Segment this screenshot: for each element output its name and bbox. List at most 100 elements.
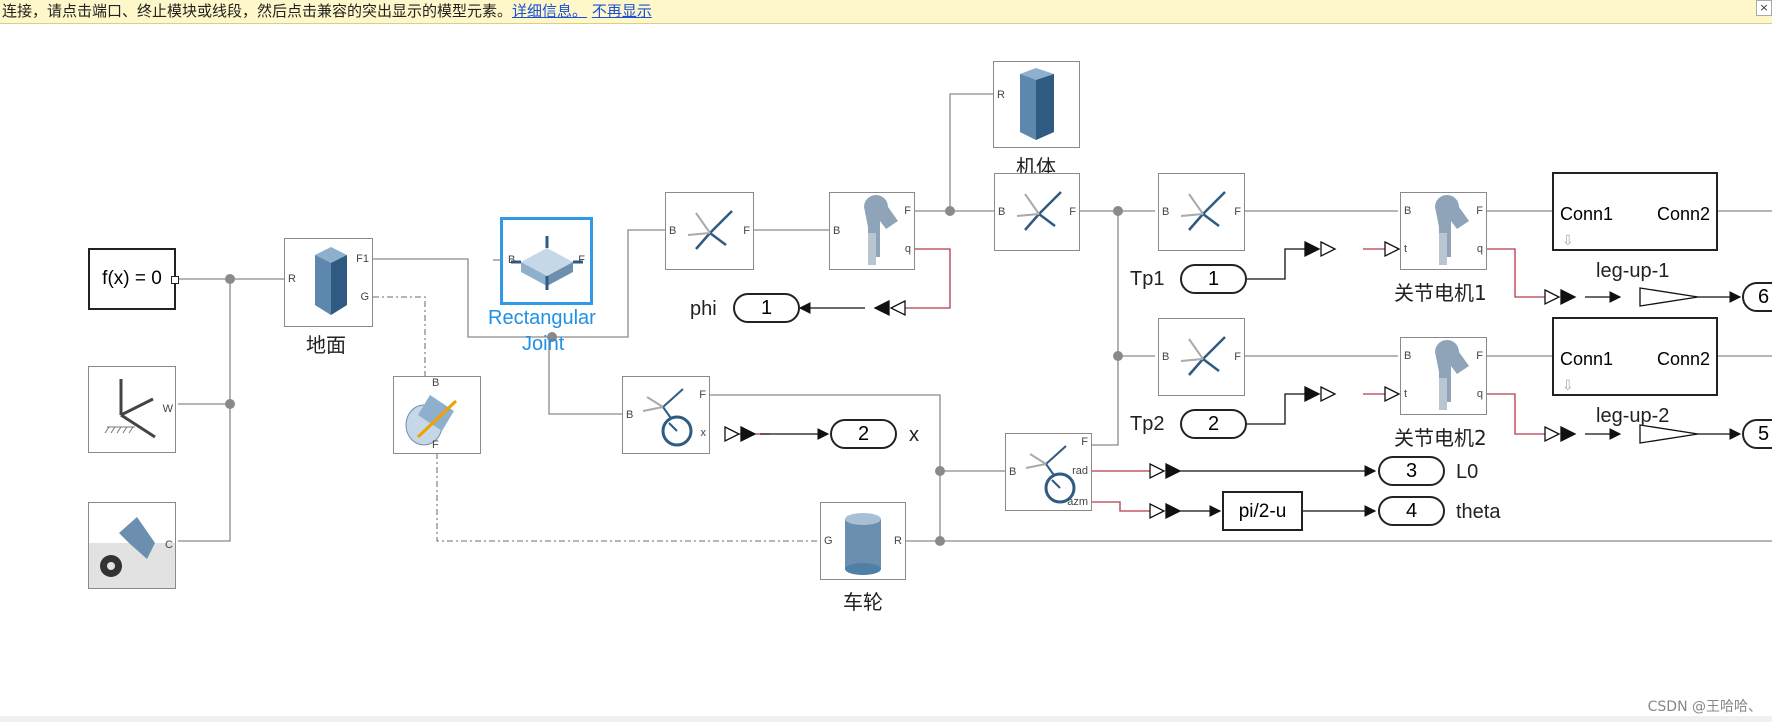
robot-arm-icon	[89, 517, 175, 588]
l0-label: L0	[1456, 461, 1479, 483]
mechanism-config-block[interactable]: C	[88, 502, 176, 589]
outport-l0[interactable]: 3	[1378, 456, 1445, 486]
wheel-label: 车轮	[843, 590, 883, 614]
frame-transform-icon	[1180, 191, 1226, 231]
wheel-port-r: R	[894, 535, 902, 547]
motor2-port-f: F	[1476, 350, 1483, 362]
sensor-x-port-x: x	[700, 427, 707, 439]
watermark: CSDN @王哈哈、	[1647, 699, 1762, 715]
tp2-label: Tp2	[1130, 413, 1165, 435]
scrollbar-track[interactable]	[0, 716, 1772, 722]
info-banner: 连接，请点击端口、终止模块或线段，然后点击兼容的突出显示的模型元素。详细信息。 …	[0, 0, 1772, 24]
ground-label: 地面	[306, 333, 346, 357]
rigid-transform-block-1[interactable]: B F	[665, 192, 754, 270]
sensor-x-port-f: F	[699, 389, 706, 401]
rect-joint-port-b: B	[508, 254, 516, 266]
ground-port-r: R	[288, 273, 296, 285]
world-frame-icon	[104, 379, 156, 439]
subsys1-conn2: Conn2	[1656, 204, 1710, 224]
transform2-port-b: B	[998, 206, 1006, 218]
motor1-port-q: q	[1476, 243, 1483, 255]
outport-5[interactable]: 5	[1742, 419, 1772, 449]
config-port-c: C	[165, 539, 173, 551]
motor2-port-t: t	[1404, 388, 1408, 400]
polar-port-rad: rad	[1072, 465, 1088, 477]
details-link[interactable]: 详细信息。	[512, 2, 588, 20]
motor2-port-b: B	[1404, 350, 1412, 362]
frame-transform-icon	[1180, 336, 1226, 376]
transform1-port-f: F	[743, 225, 750, 237]
theta-label: theta	[1456, 501, 1501, 523]
cylindrical-joint-block[interactable]: B F	[393, 376, 481, 454]
cylinder-solid-icon	[845, 513, 881, 575]
transform-sensor-polar-block[interactable]: B F rad azm	[1005, 433, 1092, 511]
subsys2-conn2: Conn2	[1656, 349, 1710, 369]
model-canvas[interactable]: f(x) = 0 W C R F1 G 地面 B F Rectangular J…	[0, 24, 1772, 722]
inport-tp1[interactable]: 1	[1180, 264, 1247, 294]
fcn-block[interactable]: pi/2-u	[1222, 491, 1303, 531]
sensor-x-port-b: B	[626, 409, 634, 421]
solver-config-block[interactable]: f(x) = 0	[88, 248, 179, 310]
rectangular-joint-icon	[511, 236, 583, 290]
solid-brick-icon	[1020, 68, 1054, 140]
joint-motor-2-block[interactable]: B t F q	[1400, 337, 1487, 415]
revolute-joint-block[interactable]: B F q	[829, 192, 915, 270]
motor2-port-q: q	[1476, 388, 1483, 400]
joint-motor-1-block[interactable]: B t F q	[1400, 192, 1487, 270]
leg-up-2-subsystem[interactable]: Conn1 Conn2 ⇩	[1552, 317, 1718, 396]
tp1-label: Tp1	[1130, 268, 1165, 290]
outport-theta[interactable]: 4	[1378, 496, 1445, 526]
leg-up-2-label: leg-up-2	[1596, 405, 1670, 427]
leg-up-1-subsystem[interactable]: Conn1 Conn2 ⇩	[1552, 172, 1718, 251]
outport-phi[interactable]: 1	[733, 293, 800, 323]
world-port-w: W	[162, 403, 173, 415]
rect-joint-port-f: F	[578, 254, 585, 266]
transform3-port-b: B	[1162, 206, 1170, 218]
rectangular-joint-label-1: Rectangular	[488, 307, 596, 329]
down-arrow-icon: ⇩	[1562, 377, 1574, 393]
polar-port-azm: azm	[1067, 496, 1088, 508]
frame-transform-icon	[1016, 191, 1062, 231]
motor1-label: 关节电机1	[1394, 281, 1487, 305]
revolute1-port-b: B	[833, 225, 841, 237]
leg-up-1-label: leg-up-1	[1596, 260, 1670, 282]
subsys1-conn1: Conn1	[1560, 204, 1614, 224]
wheel-solid-block[interactable]: G R	[820, 502, 906, 580]
rigid-transform-block-2[interactable]: B F	[994, 173, 1080, 251]
down-arrow-icon: ⇩	[1562, 232, 1574, 248]
dont-show-again-link[interactable]: 不再显示	[591, 2, 652, 20]
motor2-label: 关节电机2	[1394, 426, 1487, 450]
cylindrical-joint-icon	[405, 395, 458, 446]
transform1-port-b: B	[669, 225, 677, 237]
transform4-port-b: B	[1162, 351, 1170, 363]
rigid-transform-block-3[interactable]: B F	[1158, 173, 1245, 251]
world-frame-block[interactable]: W	[88, 366, 176, 453]
body-port-r: R	[997, 89, 1005, 101]
ground-solid-block[interactable]: R F1 G	[284, 238, 373, 327]
wheel-port-g: G	[824, 535, 833, 547]
close-icon[interactable]: ×	[1756, 0, 1772, 16]
sensor-gauge-icon	[642, 388, 693, 447]
banner-message: 连接，请点击端口、终止模块或线段，然后点击兼容的突出显示的模型元素。	[2, 2, 513, 20]
transform-sensor-x-block[interactable]: B F x	[622, 376, 710, 454]
revolute1-port-q: q	[904, 243, 911, 255]
rigid-transform-block-4[interactable]: B F	[1158, 318, 1245, 396]
polar-port-b: B	[1009, 466, 1017, 478]
rectangular-joint-label-2: Joint	[522, 333, 565, 355]
polar-port-f: F	[1081, 436, 1088, 448]
transform2-port-f: F	[1069, 206, 1076, 218]
solver-config-text: f(x) = 0	[102, 268, 162, 289]
x-label: x	[909, 424, 919, 446]
frame-transform-icon	[687, 210, 733, 250]
revolute-joint-icon	[1435, 195, 1469, 265]
motor1-port-f: F	[1476, 205, 1483, 217]
revolute-joint-icon	[1435, 340, 1469, 410]
rectangular-joint-block[interactable]: B F	[500, 217, 593, 305]
solid-brick-icon	[315, 247, 347, 315]
body-solid-block[interactable]: R	[993, 61, 1080, 148]
inport-tp2[interactable]: 2	[1180, 409, 1247, 439]
outport-x[interactable]: 2	[830, 419, 897, 449]
outport-6[interactable]: 6	[1742, 282, 1772, 312]
connection-lines	[162, 93, 1772, 546]
revolute1-port-f: F	[904, 205, 911, 217]
